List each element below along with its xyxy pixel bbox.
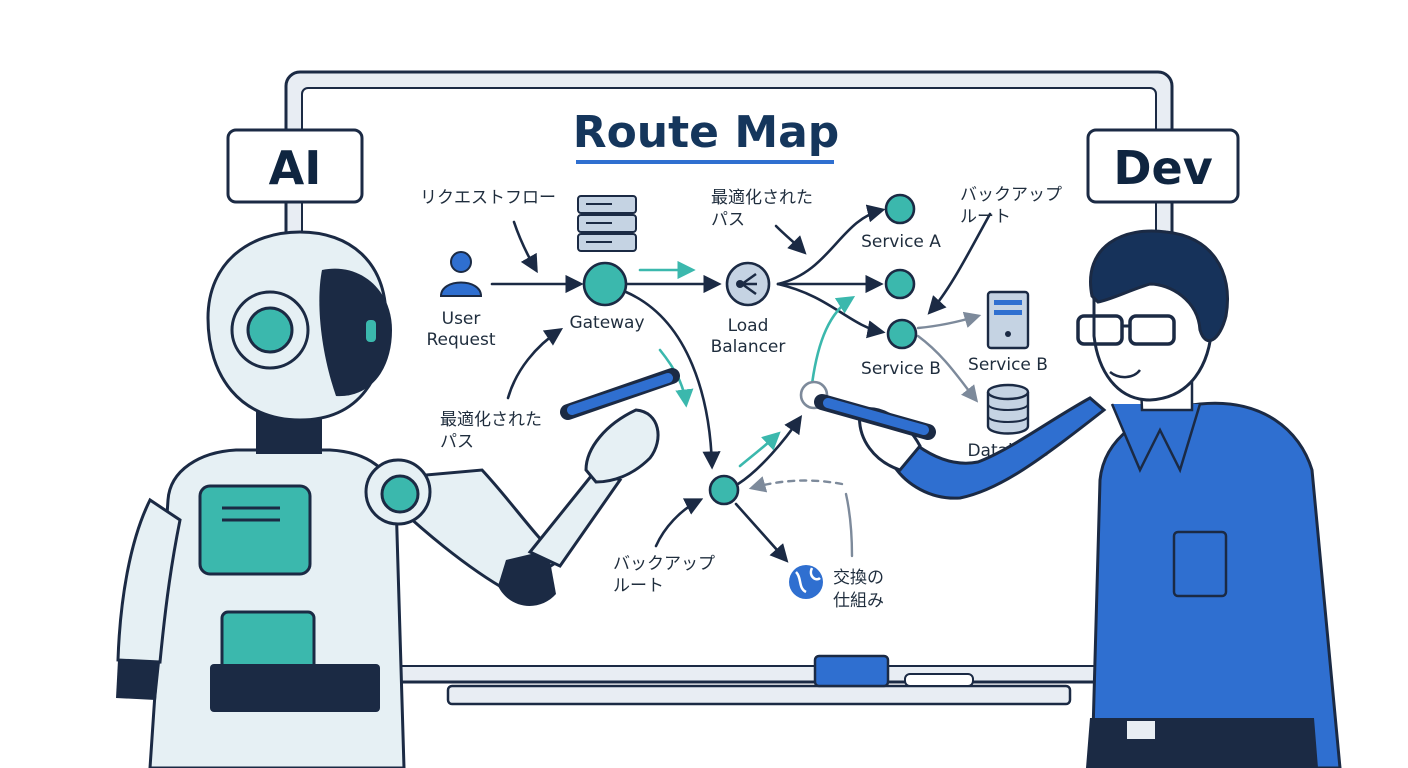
gateway-node (582, 261, 628, 307)
ai-tag-label: AI (269, 141, 322, 195)
arrow-backup-top (927, 212, 992, 315)
user-icon (439, 251, 483, 297)
edge-serviceb-db (916, 334, 979, 403)
edge-serviceb-server (916, 311, 982, 330)
gateway-label: Gateway (569, 313, 644, 333)
arrow-swap (844, 492, 854, 558)
backup-route-top-1: バックアップ (960, 185, 1062, 205)
swap-mechanism-2: 仕組み (833, 591, 884, 611)
load-balancer-label-2: Balancer (711, 337, 786, 357)
diagram-title: Route Map (573, 107, 840, 158)
optimized-path-left-2: パス (440, 432, 474, 452)
dev-tag: Dev (1086, 128, 1240, 204)
edge-node-up (736, 414, 803, 486)
optimized-path-top-1: 最適化された (711, 188, 813, 208)
swap-mechanism-1: 交換の (833, 568, 884, 588)
arrow-request-flow (512, 220, 538, 274)
edge-gateway-down (624, 290, 721, 470)
middle-service-node (884, 268, 916, 300)
backup-route-top-2: ルート (960, 207, 1011, 227)
service-b-server-label: Service B (968, 355, 1048, 375)
backup-node (708, 474, 740, 506)
optimized-path-top-2: パス (711, 210, 745, 230)
database-icon (986, 383, 1030, 435)
robot-illustration (116, 230, 680, 768)
optimized-path-left-1: 最適化された (440, 410, 542, 430)
edge-teal-to-lb (810, 296, 856, 386)
load-balancer-icon (725, 261, 771, 307)
service-a-label: Service A (861, 232, 941, 252)
robot-chest-panel (198, 484, 312, 576)
edge-lb-service-a (776, 204, 886, 286)
marker-tray (446, 684, 1072, 706)
service-a-node (884, 193, 916, 225)
backup-route-bottom-2: ルート (613, 576, 664, 596)
eraser (813, 654, 890, 688)
server-icon (986, 290, 1030, 350)
edge-teal-up (738, 431, 781, 468)
shirt-pocket (1172, 530, 1228, 598)
developer-illustration (814, 229, 1342, 768)
arrow-backup-bottom (654, 498, 704, 548)
user-request-label-1: User (442, 309, 481, 329)
backup-route-bottom-1: バックアップ (613, 554, 715, 574)
ai-tag: AI (226, 128, 364, 204)
globe-icon (789, 565, 823, 599)
service-b-label: Service B (861, 359, 941, 379)
arrow-optimized-top (774, 224, 807, 255)
user-request-label-2: Request (426, 330, 495, 350)
edge-node-swap (734, 502, 789, 563)
load-balancer-label-1: Load (728, 316, 769, 336)
request-flow-label: リクエストフロー (420, 188, 556, 208)
whiteboard (284, 70, 1174, 706)
arrow-optimized-left (506, 327, 564, 400)
marker-pen (904, 673, 974, 687)
dev-tag-label: Dev (1113, 141, 1212, 195)
server-rack-icon (577, 195, 637, 252)
service-b-node (886, 318, 918, 350)
